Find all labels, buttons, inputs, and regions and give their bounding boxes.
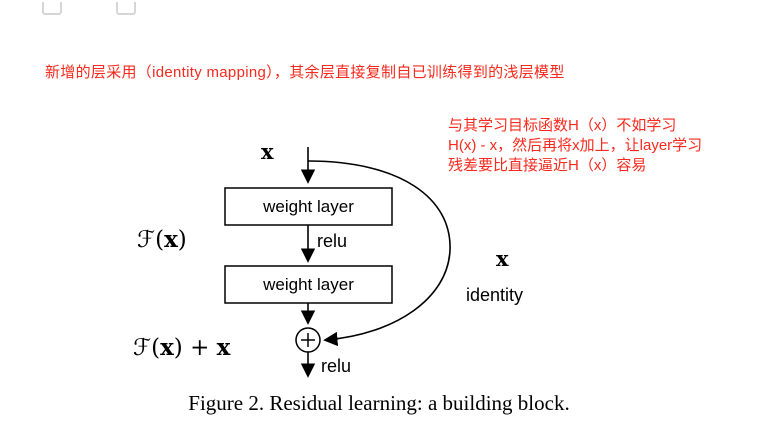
side-annotation-line-2: H(x) - x，然后再将x加上，让layer学习 bbox=[448, 137, 703, 154]
weight-layer-1-label: weight layer bbox=[263, 196, 354, 216]
relu-2-label: relu bbox=[321, 356, 352, 376]
figure-caption: Figure 2. Residual learning: a building … bbox=[188, 391, 570, 415]
f-of-x-func: ℱ( bbox=[137, 227, 165, 253]
clipped-toolbar-icon bbox=[116, 2, 136, 15]
f-of-x-label: ℱ(x) bbox=[137, 226, 187, 253]
plus-icon bbox=[295, 327, 321, 353]
input-x-label: x bbox=[261, 139, 274, 164]
identity-x-label: x bbox=[496, 246, 509, 271]
output-sum-arg2: x bbox=[216, 334, 231, 361]
f-of-x-close: ) bbox=[177, 227, 187, 253]
weight-layer-2-label: weight layer bbox=[263, 274, 354, 294]
top-annotation: 新增的层采用（identity mapping），其余层直接复制自已训练得到的浅… bbox=[45, 64, 565, 81]
clipped-toolbar-icon bbox=[42, 2, 62, 15]
f-of-x-arg: x bbox=[164, 226, 178, 253]
weight-layer-1-box bbox=[224, 187, 393, 226]
identity-label: identity bbox=[466, 285, 524, 305]
output-sum-arg: x bbox=[160, 334, 174, 361]
side-annotation: 与其学习目标函数H（x）不如学习 H(x) - x，然后再将x加上，让layer… bbox=[448, 116, 753, 176]
output-sum-plus: ) + bbox=[173, 335, 217, 361]
side-annotation-line-3: 残差要比直接逼近H（x）容易 bbox=[448, 157, 647, 174]
relu-1-label: relu bbox=[317, 231, 348, 251]
side-annotation-line-1: 与其学习目标函数H（x）不如学习 bbox=[448, 117, 677, 134]
output-sum-func: ℱ( bbox=[133, 335, 161, 361]
output-sum-label: ℱ(x) + x bbox=[133, 334, 230, 361]
identity-skip-connection-curve bbox=[307, 160, 451, 347]
